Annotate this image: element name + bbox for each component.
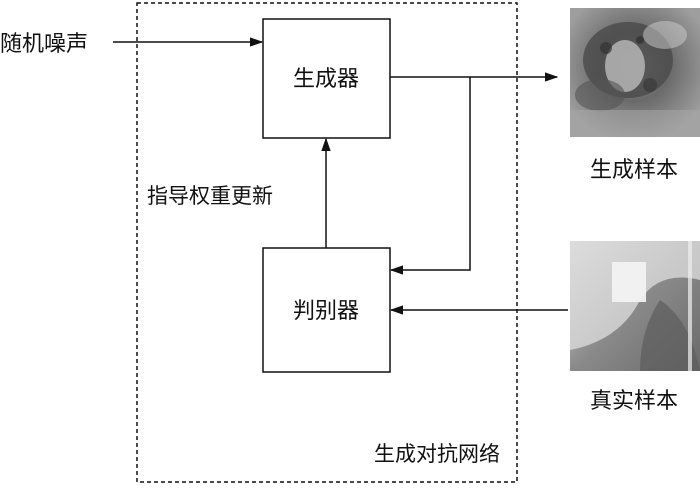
- feedback-label: 指导权重更新: [147, 184, 273, 208]
- generator-label: 生成器: [293, 67, 359, 92]
- real-sample-image: [570, 241, 700, 371]
- generated-sample-image: [570, 8, 700, 137]
- real-sample-label: 真实样本: [590, 389, 678, 414]
- generated-sample-label: 生成样本: [590, 158, 678, 183]
- discriminator-box: [262, 247, 391, 373]
- gan-label: 生成对抗网络: [374, 442, 500, 466]
- input-label: 随机噪声: [0, 32, 88, 57]
- gan-frame: [136, 2, 518, 483]
- generator-to-discriminator-arrow: [389, 77, 471, 275]
- discriminator-label: 判别器: [293, 299, 359, 324]
